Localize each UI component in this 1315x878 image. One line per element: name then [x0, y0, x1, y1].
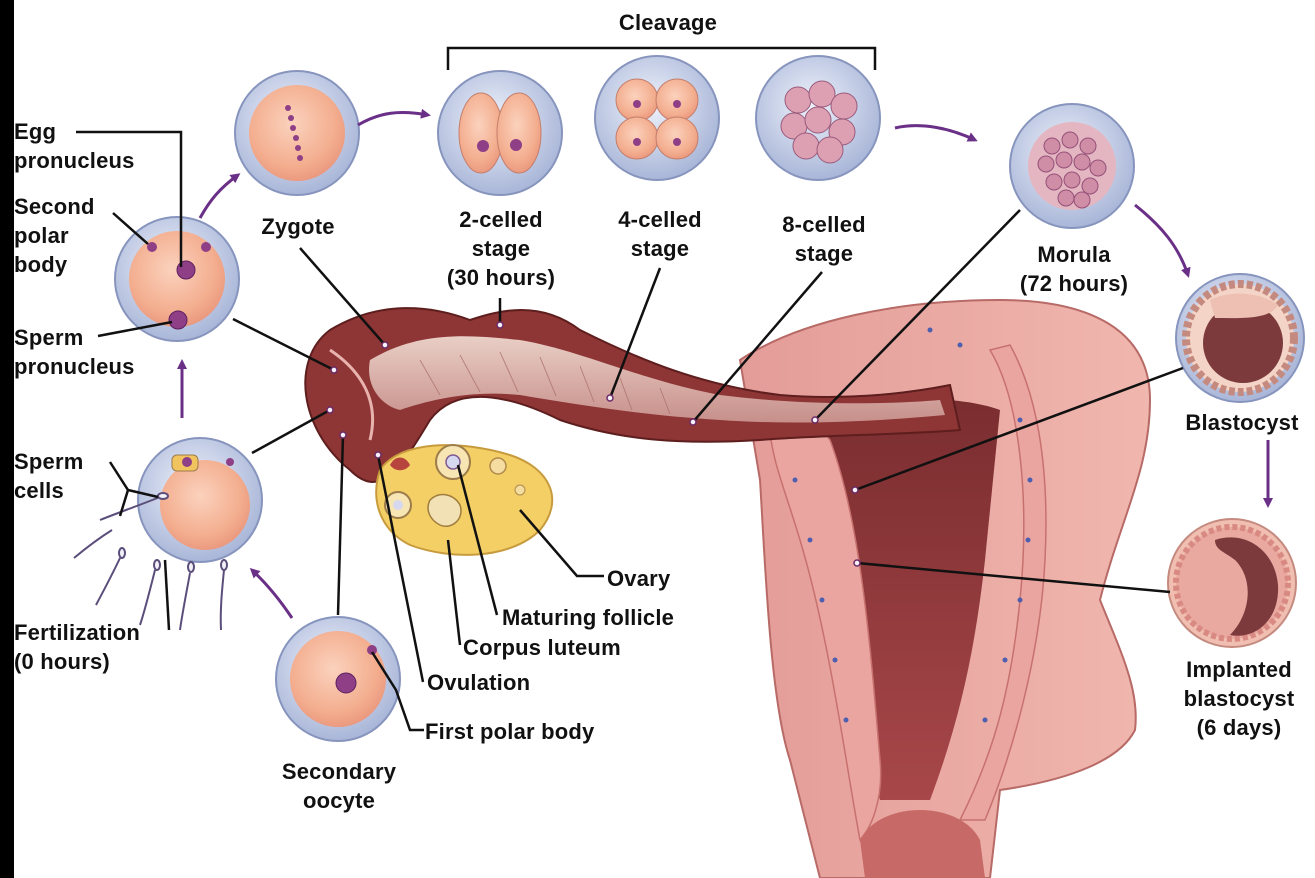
- morula-label: Morula (72 hours): [999, 240, 1149, 298]
- ovulation-label: Ovulation: [427, 668, 530, 697]
- sperm-cells-label: Sperm cells: [14, 447, 83, 505]
- fertilization-illustration: [14, 0, 1315, 878]
- eight-celled-stage-cell: [756, 56, 880, 180]
- two-celled-stage-label: 2-celled stage (30 hours): [426, 205, 576, 292]
- secondary-oocyte-label: Secondary oocyte: [259, 757, 419, 815]
- sperm-pronucleus-label: Sperm pronucleus: [14, 323, 135, 381]
- corpus-luteum-label: Corpus luteum: [463, 633, 621, 662]
- morula-cell: [1010, 104, 1134, 228]
- fertilization-label: Fertilization (0 hours): [14, 618, 140, 676]
- maturing-follicle-label: Maturing follicle: [502, 603, 674, 632]
- zygote-cell: [235, 71, 359, 195]
- first-polar-body-label: First polar body: [425, 717, 594, 746]
- ovary-label: Ovary: [607, 564, 670, 593]
- implanted-blastocyst-cell: [1168, 519, 1296, 647]
- secondary-oocyte-cell: [276, 617, 400, 741]
- eight-celled-stage-label: 8-celled stage: [759, 210, 889, 268]
- four-celled-stage-cell: [595, 56, 719, 180]
- zygote-label: Zygote: [238, 212, 358, 241]
- cleavage-title: Cleavage: [588, 8, 748, 37]
- diagram-panel: Cleavage Egg pronucleus Second polar bod…: [14, 0, 1315, 878]
- blastocyst-label: Blastocyst: [1172, 408, 1312, 437]
- egg-pronucleus-label: Egg pronucleus: [14, 117, 135, 175]
- implanted-blastocyst-label: Implanted blastocyst (6 days): [1164, 655, 1314, 742]
- four-celled-stage-label: 4-celled stage: [595, 205, 725, 263]
- ovary: [376, 445, 552, 555]
- second-polar-body-label: Second polar body: [14, 192, 95, 279]
- blastocyst-cell: [1176, 274, 1304, 402]
- two-celled-stage-cell: [438, 71, 562, 195]
